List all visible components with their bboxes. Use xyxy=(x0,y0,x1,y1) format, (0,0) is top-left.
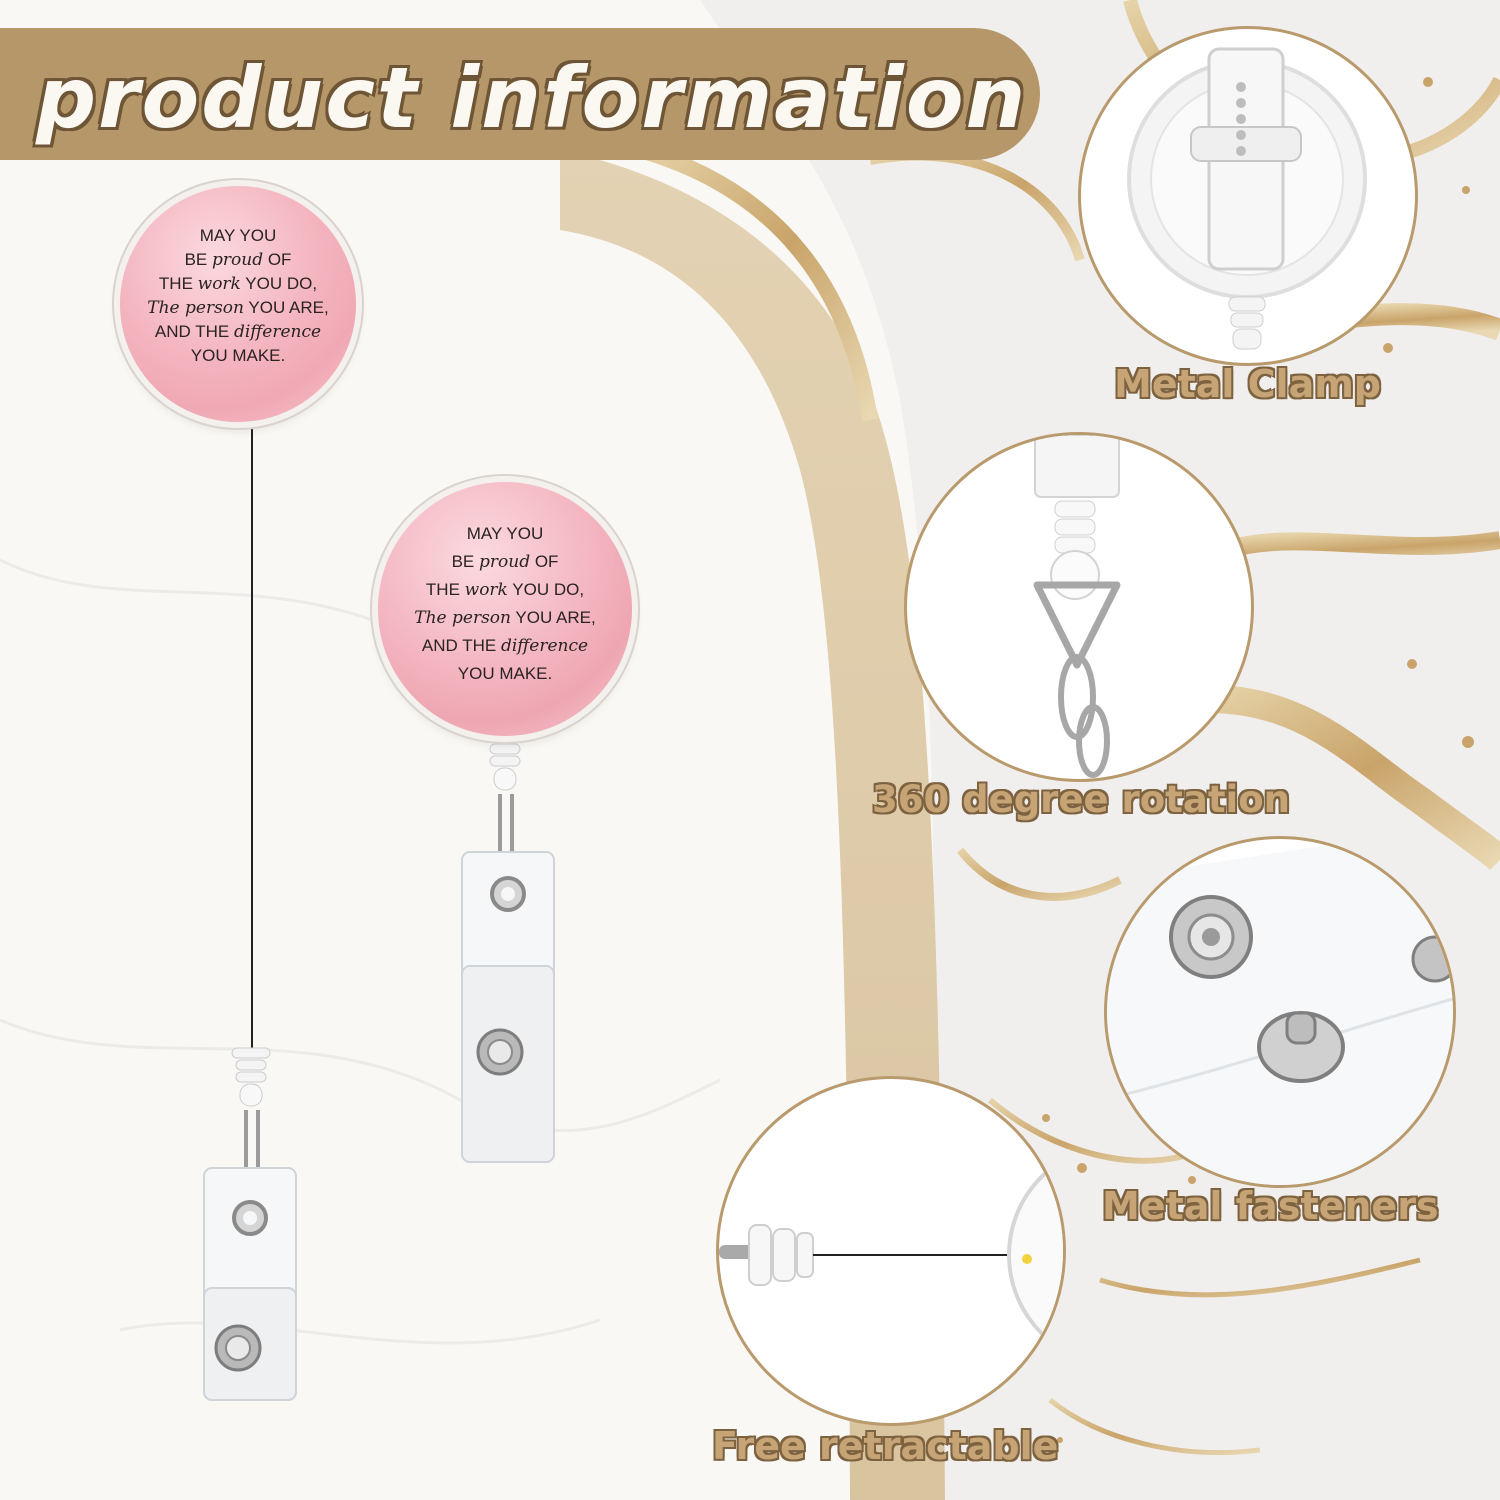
feature-label-fasteners: Metal fasteners xyxy=(1102,1184,1439,1228)
quote-line-3: THE work YOU DO, xyxy=(425,580,585,600)
swivel-connector-right xyxy=(487,731,523,791)
badge-quote: MAY YOU BE proud OF THE work YOU DO, The… xyxy=(120,224,356,368)
swivel-connector-left xyxy=(231,1047,271,1107)
detail-bubble-metal-clamp xyxy=(1078,26,1418,366)
badge-quote: MAY YOU BE proud OF THE work YOU DO, The… xyxy=(378,520,632,688)
badge-reel-small: MAY YOU BE proud OF THE work YOU DO, The… xyxy=(378,482,632,736)
clamp-detail-image xyxy=(1127,47,1367,350)
quote-line-1: MAY YOU xyxy=(199,226,277,245)
quote-line-5: AND THE difference xyxy=(421,636,589,656)
quote-line-1: MAY YOU xyxy=(466,524,544,543)
strap-clip-right xyxy=(461,851,555,1163)
strap-clip-left xyxy=(203,1167,297,1401)
quote-line-4: The person YOU ARE, xyxy=(147,298,329,318)
detail-bubble-retractable xyxy=(716,1076,1066,1426)
quote-line-4: The person YOU ARE, xyxy=(414,608,596,628)
feature-label-retractable: Free retractable xyxy=(712,1424,1059,1468)
fastener-detail-image xyxy=(1107,839,1453,1185)
swivel-detail-image xyxy=(1033,435,1121,778)
feature-label-rotation: 360 degree rotation xyxy=(872,778,1290,821)
quote-line-6: YOU MAKE. xyxy=(190,346,286,365)
detail-bubble-fasteners xyxy=(1104,836,1456,1188)
quote-line-3: THE work YOU DO, xyxy=(158,274,318,294)
quote-line-6: YOU MAKE. xyxy=(457,664,553,683)
quote-line-2: BE proud OF xyxy=(184,250,292,270)
badge-reel-large: MAY YOU BE proud OF THE work YOU DO, The… xyxy=(120,186,356,422)
quote-line-2: BE proud OF xyxy=(451,552,559,572)
quote-line-5: AND THE difference xyxy=(154,322,322,342)
detail-bubble-rotation xyxy=(904,432,1254,782)
feature-label-metal-clamp: Metal Clamp xyxy=(1114,362,1382,406)
retractable-detail-image xyxy=(719,1158,1063,1352)
title-banner xyxy=(0,28,1040,160)
page-title: product information xyxy=(36,49,1028,147)
